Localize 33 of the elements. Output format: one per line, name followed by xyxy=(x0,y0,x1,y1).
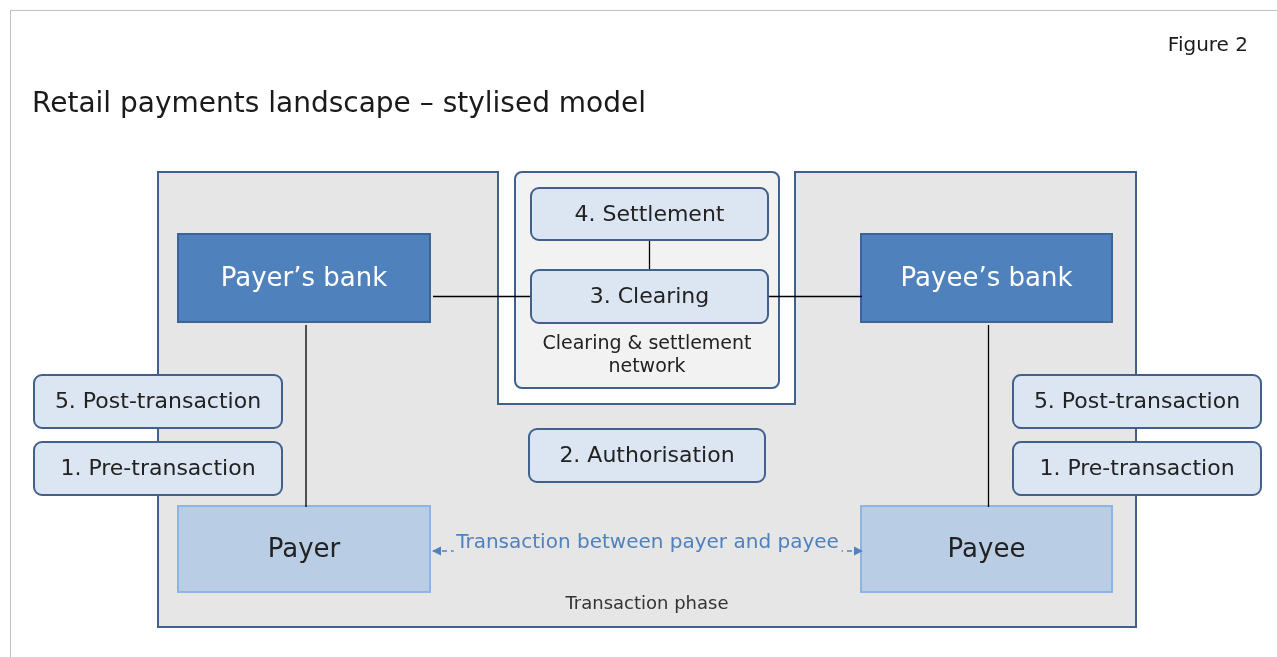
bank-box xyxy=(860,233,1113,323)
process-box xyxy=(33,374,283,429)
node-text: 3. Clearing xyxy=(589,283,710,310)
connector xyxy=(432,295,531,298)
node-text: 2. Authorisation xyxy=(559,442,735,469)
bank-box xyxy=(177,233,431,323)
connector xyxy=(648,240,651,270)
process-box xyxy=(528,428,766,483)
figure-number: Figure 2 xyxy=(1167,32,1248,56)
node-text: 5. Post-transaction xyxy=(54,388,262,415)
connector xyxy=(987,324,990,508)
title: Retail payments landscape – stylised model xyxy=(32,86,646,119)
party-box xyxy=(177,505,431,593)
node-text: Payee xyxy=(947,533,1026,565)
node-text: Payee’s bank xyxy=(900,262,1073,294)
process-box xyxy=(530,187,769,241)
process-box xyxy=(1012,374,1262,429)
connector xyxy=(305,324,307,508)
network-box xyxy=(514,171,780,389)
process-box xyxy=(1012,441,1262,496)
process-box xyxy=(33,441,283,496)
node-text: 1. Pre-transaction xyxy=(60,455,256,482)
node-text: Transaction phase xyxy=(565,592,729,614)
connector xyxy=(768,295,863,298)
node-text: Clearing & settlement network xyxy=(541,331,753,377)
node-text: 5. Post-transaction xyxy=(1033,388,1241,415)
node-text: Payer xyxy=(267,533,341,565)
edge-label: Transaction between payer and payee xyxy=(453,530,842,553)
process-box xyxy=(530,269,769,324)
node-text: 4. Settlement xyxy=(574,200,725,228)
party-box xyxy=(860,505,1113,593)
node-text: Payer’s bank xyxy=(220,262,388,294)
node-text: 1. Pre-transaction xyxy=(1039,455,1235,482)
